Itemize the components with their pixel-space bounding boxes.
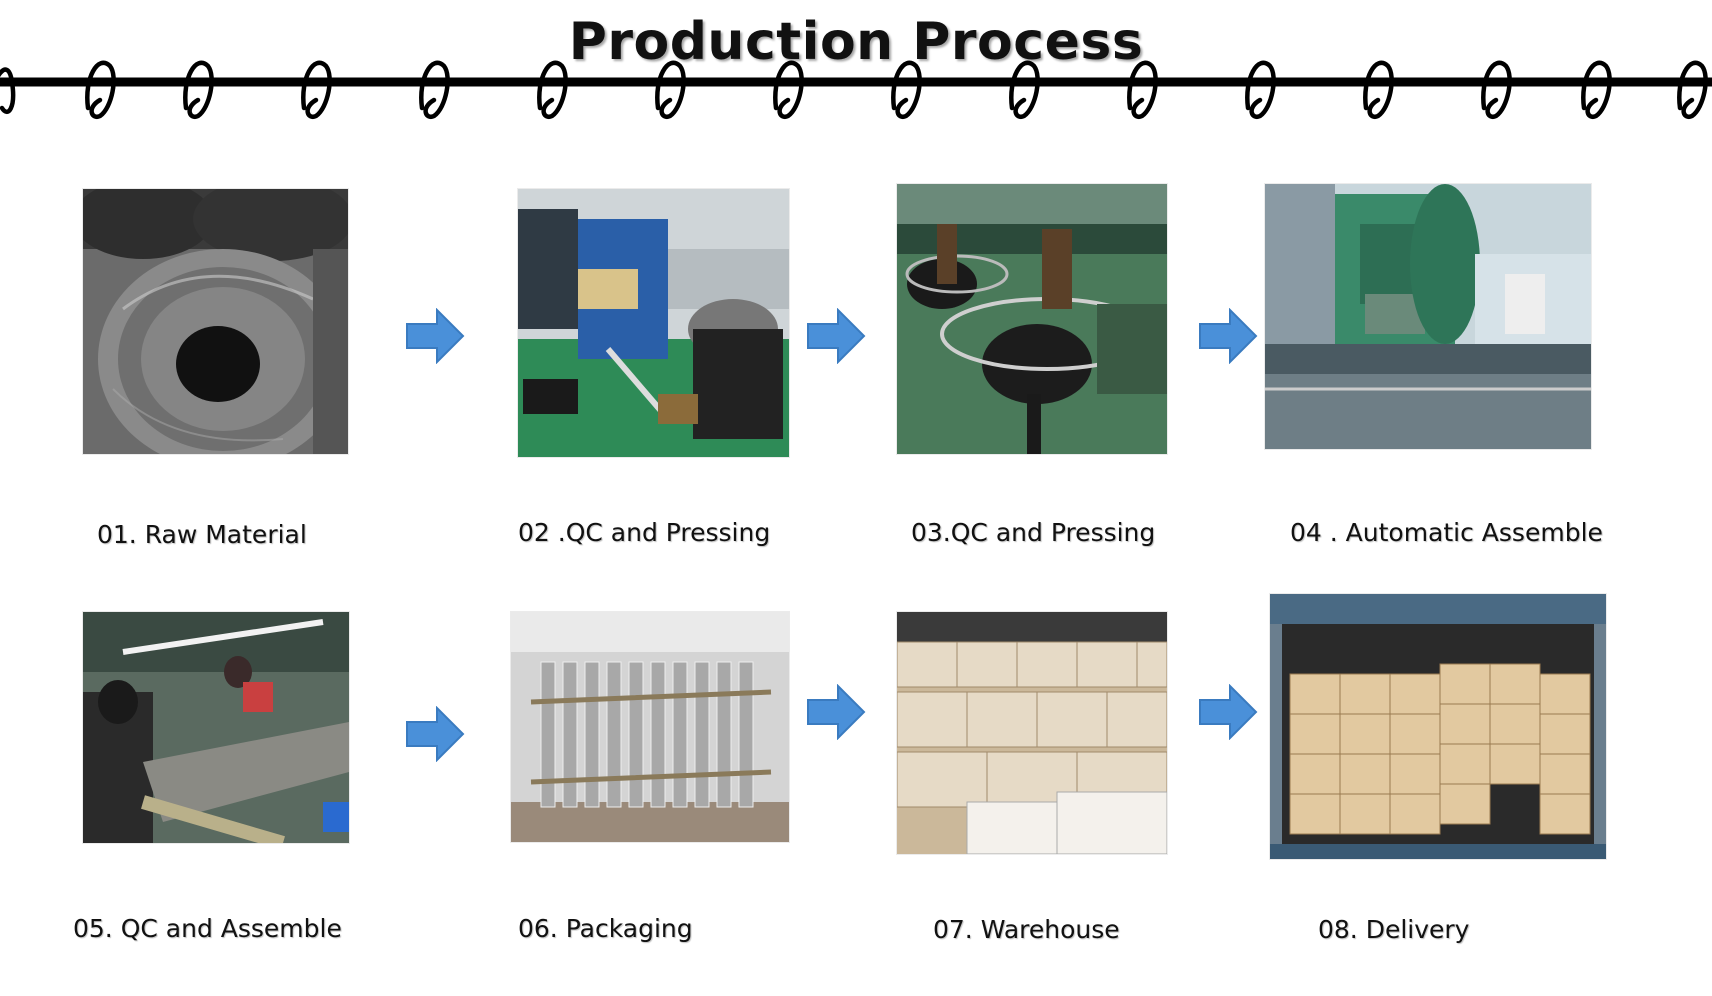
step-caption: 02 .QC and Pressing [518, 518, 771, 547]
photo-raw-material [83, 189, 348, 454]
photo-qc-pressing-2 [897, 184, 1167, 454]
looped-wire-line [0, 60, 1712, 119]
step-caption: 06. Packaging [518, 914, 693, 943]
photo-delivery [1270, 594, 1606, 859]
photo-warehouse [897, 612, 1167, 854]
photo-qc-assemble [83, 612, 349, 843]
right-arrow-icon [1198, 684, 1258, 740]
step-caption: 01. Raw Material [97, 520, 307, 549]
right-arrow-icon [405, 308, 465, 364]
step-caption: 05. QC and Assemble [73, 914, 342, 943]
step-caption: 04 . Automatic Assemble [1290, 518, 1603, 547]
step-caption: 08. Delivery [1318, 915, 1470, 944]
photo-automatic-assemble [1265, 184, 1591, 449]
step-caption: 03.QC and Pressing [911, 518, 1156, 547]
page-title: Production Process [568, 12, 1144, 72]
right-arrow-icon [806, 684, 866, 740]
right-arrow-icon [405, 706, 465, 762]
right-arrow-icon [806, 308, 866, 364]
photo-packaging [511, 612, 789, 842]
photo-qc-pressing-1 [518, 189, 789, 457]
right-arrow-icon [1198, 308, 1258, 364]
step-caption: 07. Warehouse [933, 915, 1120, 944]
